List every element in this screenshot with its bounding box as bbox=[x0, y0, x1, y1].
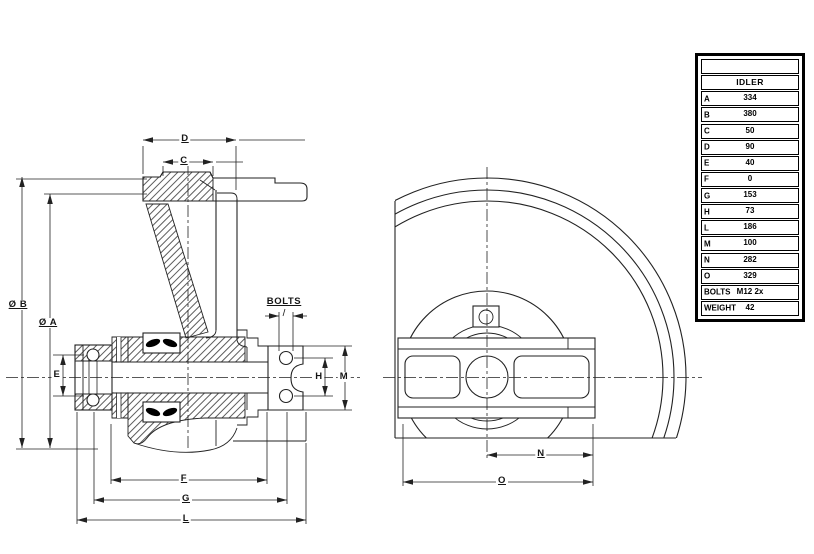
centerlines-right bbox=[383, 167, 702, 460]
dim-label-o: O bbox=[496, 475, 508, 486]
rim-hatch bbox=[142, 171, 214, 202]
dim-label-dia-b: Ø B bbox=[6, 299, 30, 310]
dim-label-f: F bbox=[178, 473, 190, 484]
dim-label-e: E bbox=[51, 369, 63, 380]
tread-circle-inner bbox=[395, 200, 664, 438]
dim-label-m: M bbox=[337, 371, 351, 382]
dim-label-dia-a: Ø A bbox=[36, 317, 60, 328]
dim-label-d: D bbox=[179, 133, 191, 144]
dim-label-h: H bbox=[313, 371, 325, 382]
dim-label-bolts: BOLTS bbox=[264, 296, 304, 307]
table-title-row: IDLER bbox=[701, 75, 799, 91]
axle-block bbox=[397, 337, 596, 419]
cap-bolt-hole bbox=[86, 393, 100, 407]
seal-frame bbox=[142, 332, 181, 354]
dim-label-g: G bbox=[180, 493, 192, 504]
axle-slot-right bbox=[513, 355, 590, 399]
seal-rings bbox=[145, 338, 178, 417]
table-row-empty bbox=[701, 59, 799, 74]
dim-label-n: N bbox=[535, 448, 547, 459]
table-title: IDLER bbox=[736, 77, 764, 88]
axle-bracket bbox=[267, 345, 304, 411]
seal-frame bbox=[142, 401, 181, 423]
dim-label-c: C bbox=[178, 155, 190, 166]
dim-label-l: L bbox=[180, 513, 192, 524]
cap-bolt-hole bbox=[86, 348, 100, 362]
bracket-bolt-hole bbox=[278, 388, 294, 404]
bracket-bolt-hole bbox=[278, 350, 294, 366]
axle-slot-left bbox=[404, 355, 461, 399]
spoke-hatch bbox=[145, 203, 209, 339]
section-view bbox=[74, 171, 308, 453]
